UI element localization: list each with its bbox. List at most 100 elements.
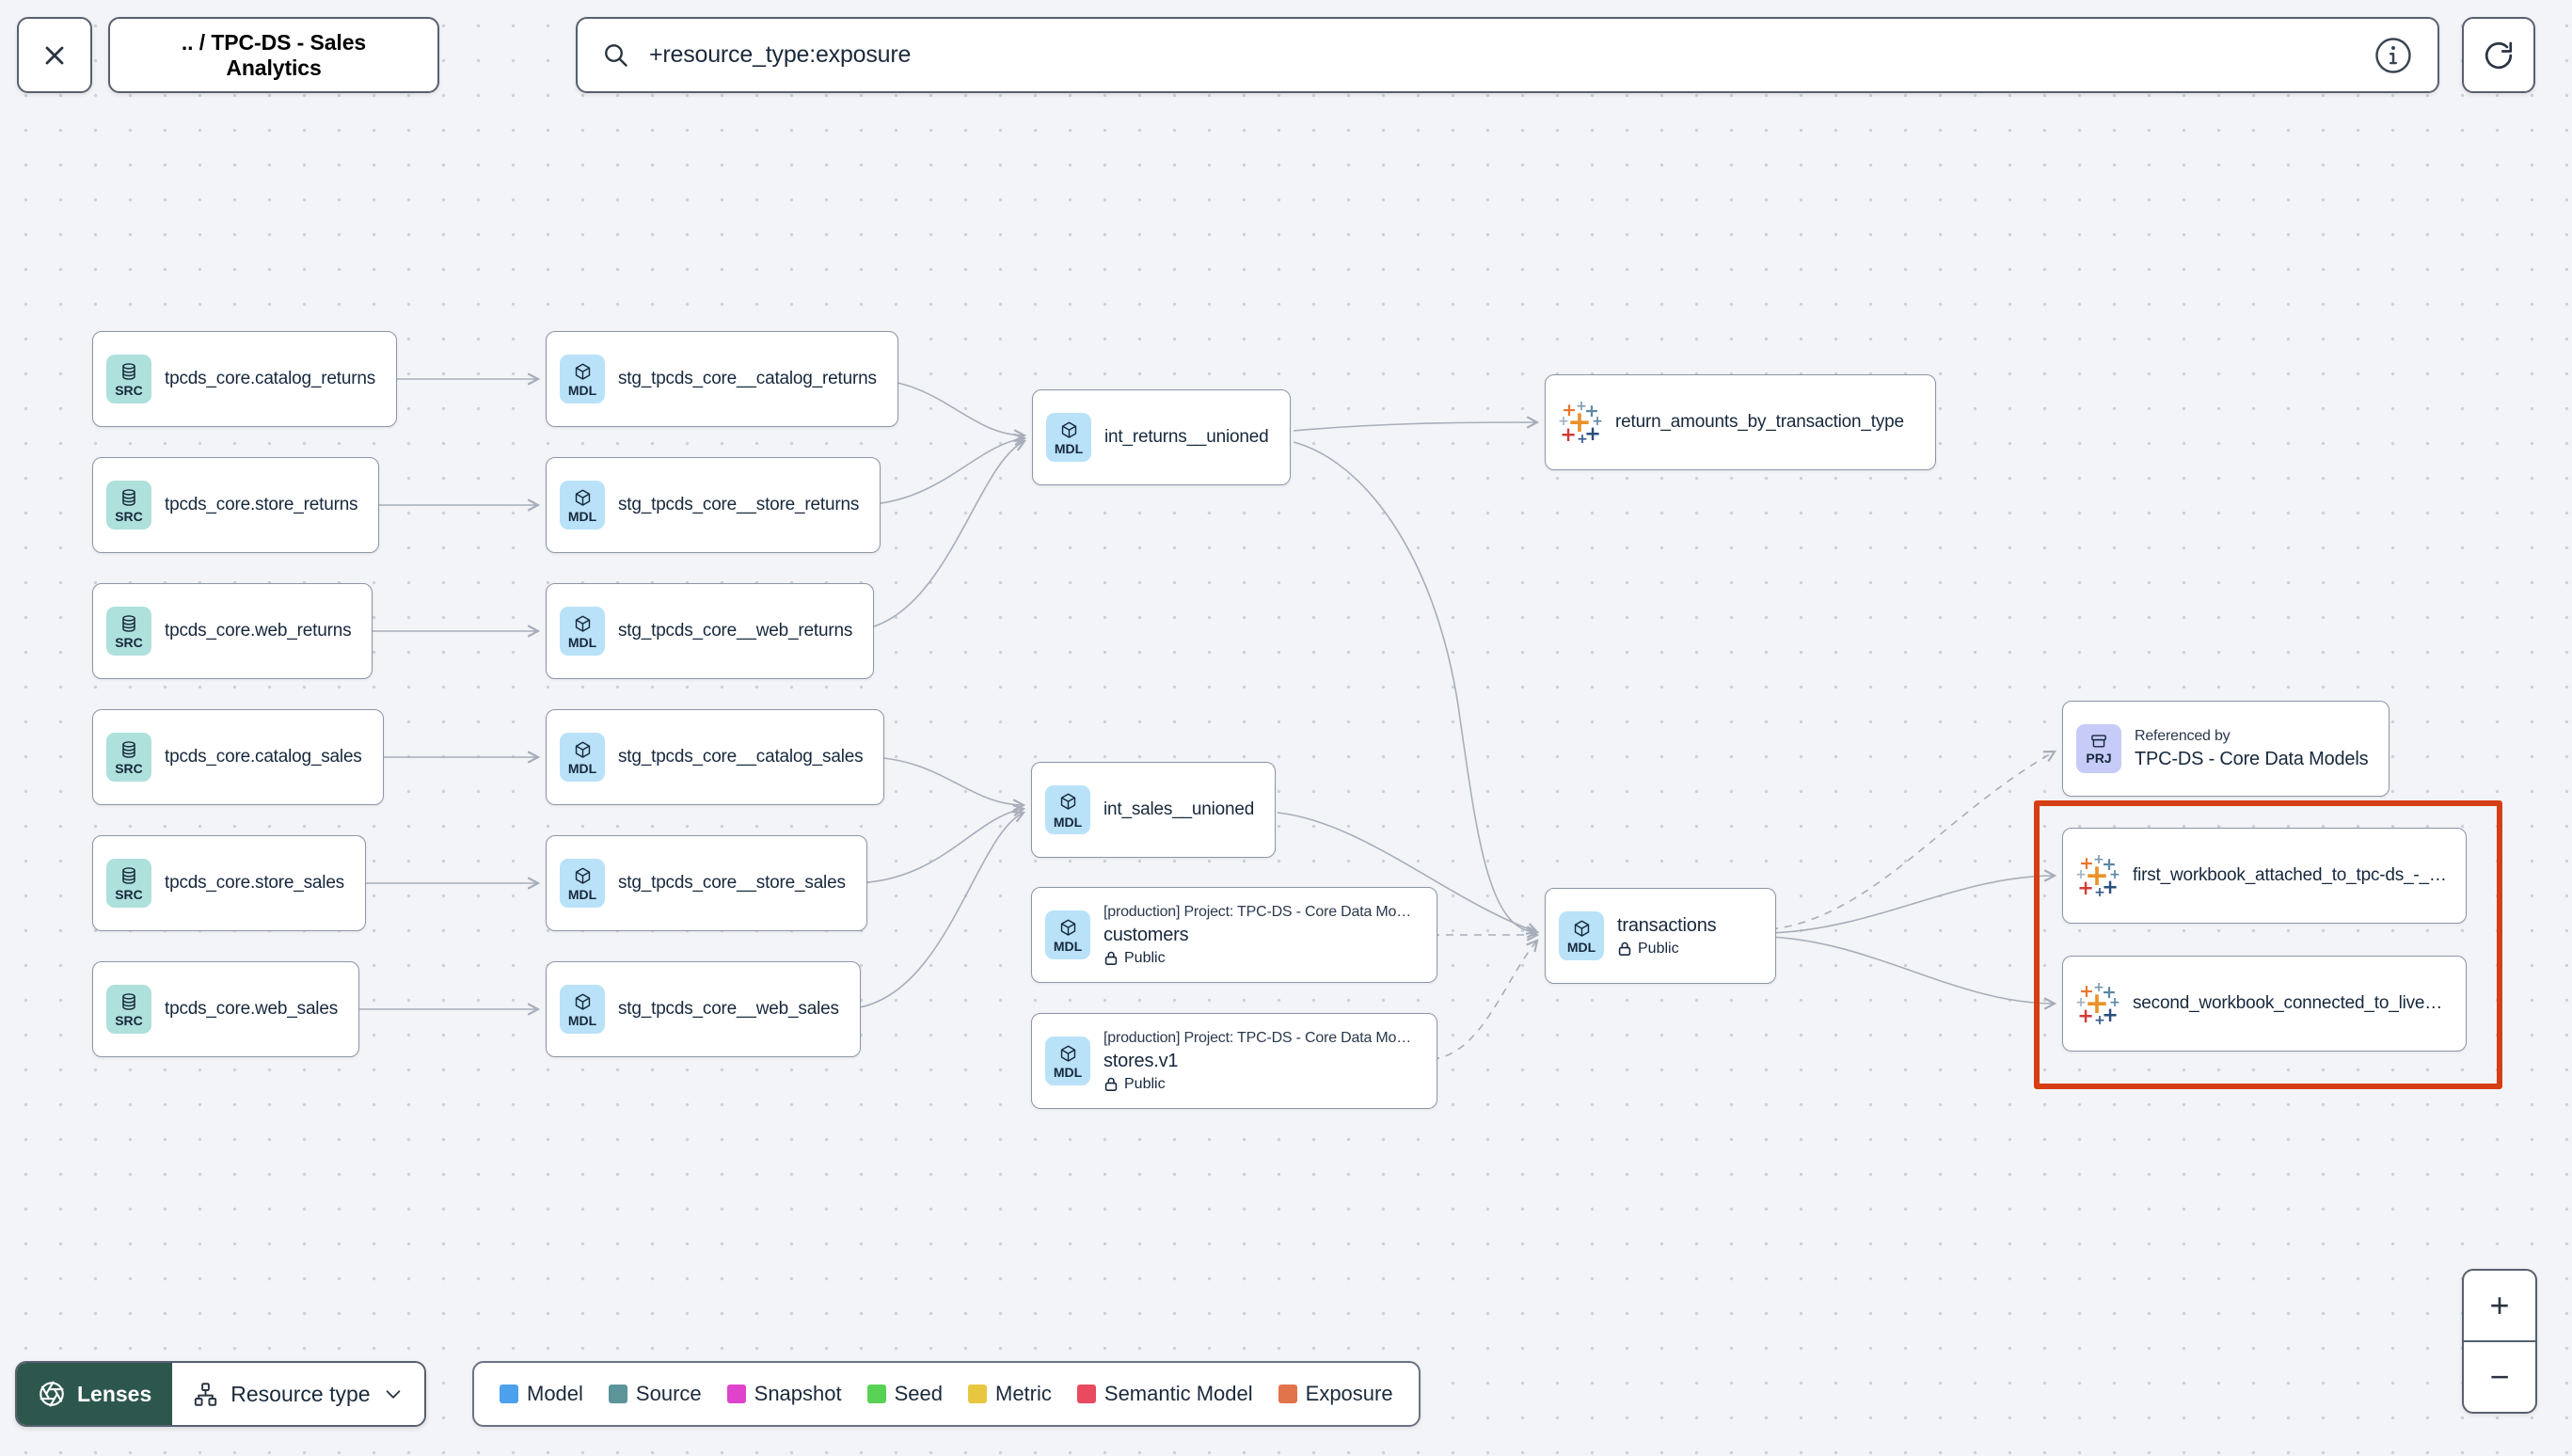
legend-label: Seed bbox=[894, 1382, 943, 1405]
source-badge: SRC bbox=[106, 985, 151, 1034]
model-badge: MDL bbox=[560, 607, 605, 656]
cube-icon bbox=[1059, 420, 1079, 440]
node-model-stg-store-returns[interactable]: MDL stg_tpcds_core__store_returns bbox=[546, 457, 881, 553]
tableau-icon: +++ +++ +++ bbox=[2075, 852, 2120, 900]
model-badge: MDL bbox=[1046, 413, 1091, 462]
legend-swatch bbox=[500, 1385, 518, 1403]
database-icon bbox=[119, 992, 138, 1012]
cube-icon bbox=[1058, 1044, 1078, 1064]
node-model-transactions[interactable]: MDL transactions Public bbox=[1545, 888, 1776, 984]
legend-item: Semantic Model bbox=[1076, 1382, 1253, 1406]
database-icon bbox=[119, 614, 138, 634]
legend-label: Semantic Model bbox=[1103, 1382, 1253, 1405]
resource-type-selector[interactable]: Resource type bbox=[172, 1363, 424, 1425]
chevron-down-icon bbox=[386, 1390, 400, 1399]
database-icon bbox=[119, 866, 138, 886]
legend-item: Exposure bbox=[1278, 1382, 1393, 1406]
cube-icon bbox=[1058, 792, 1078, 812]
node-exposure-first-workbook[interactable]: +++ +++ +++ first_workbook_attached_to_t… bbox=[2062, 828, 2467, 924]
node-model-stg-catalog-returns[interactable]: MDL stg_tpcds_core__catalog_returns bbox=[546, 331, 898, 427]
lock-open-icon bbox=[1103, 1076, 1119, 1092]
close-button[interactable] bbox=[17, 17, 92, 93]
model-badge: MDL bbox=[1045, 785, 1090, 834]
search-bar[interactable] bbox=[576, 17, 2439, 93]
node-model-stg-catalog-sales[interactable]: MDL stg_tpcds_core__catalog_sales bbox=[546, 709, 885, 805]
breadcrumb-label: .. / TPC-DS - Sales Analytics bbox=[181, 29, 367, 80]
node-source-web-sales[interactable]: SRC tpcds_core.web_sales bbox=[92, 961, 359, 1057]
project-label: [production] Project: TPC-DS - Core Data… bbox=[1103, 903, 1412, 920]
info-icon[interactable] bbox=[2374, 36, 2413, 75]
cube-icon bbox=[1058, 918, 1078, 938]
node-model-stg-web-returns[interactable]: MDL stg_tpcds_core__web_returns bbox=[546, 583, 875, 679]
resource-type-icon bbox=[195, 1382, 217, 1406]
node-source-catalog-returns[interactable]: SRC tpcds_core.catalog_returns bbox=[92, 331, 397, 427]
model-badge: MDL bbox=[1559, 911, 1604, 960]
legend-swatch bbox=[726, 1385, 746, 1403]
legend-label: Exposure bbox=[1305, 1382, 1393, 1405]
node-model-stg-web-sales[interactable]: MDL stg_tpcds_core__web_sales bbox=[546, 961, 861, 1057]
close-icon bbox=[45, 46, 64, 64]
legend-label: Metric bbox=[995, 1382, 1052, 1405]
lenses-group: Lenses Resource type bbox=[15, 1361, 426, 1427]
cube-icon bbox=[1572, 919, 1592, 939]
node-exposure-second-workbook[interactable]: +++ +++ +++ second_workbook_connected_to… bbox=[2062, 956, 2467, 1052]
aperture-icon bbox=[40, 1381, 64, 1407]
node-model-stg-store-sales[interactable]: MDL stg_tpcds_core__store_sales bbox=[546, 835, 867, 931]
model-badge: MDL bbox=[560, 355, 605, 404]
visibility-row: Public bbox=[1617, 941, 1716, 957]
model-badge: MDL bbox=[1045, 910, 1090, 959]
legend-item: Snapshot bbox=[726, 1382, 842, 1406]
project-badge: PRJ bbox=[2076, 724, 2121, 773]
source-badge: SRC bbox=[106, 481, 151, 530]
node-source-store-sales[interactable]: SRC tpcds_core.store_sales bbox=[92, 835, 366, 931]
model-badge: MDL bbox=[560, 733, 605, 782]
node-model-stores-v1[interactable]: MDL [production] Project: TPC-DS - Core … bbox=[1031, 1013, 1437, 1109]
cube-icon bbox=[573, 866, 593, 886]
model-badge: MDL bbox=[560, 859, 605, 908]
legend-label: Model bbox=[527, 1382, 583, 1405]
model-badge: MDL bbox=[560, 481, 605, 530]
legend-swatch bbox=[866, 1385, 886, 1403]
legend-label: Snapshot bbox=[754, 1382, 842, 1405]
node-exposure-return-amounts[interactable]: +++ +++ +++ return_amounts_by_transactio… bbox=[1545, 374, 1936, 470]
legend-swatch bbox=[608, 1385, 627, 1403]
tableau-icon: +++ +++ +++ bbox=[1558, 399, 1603, 447]
lenses-label: Lenses bbox=[77, 1381, 152, 1406]
node-source-catalog-sales[interactable]: SRC tpcds_core.catalog_sales bbox=[92, 709, 384, 805]
visibility-row: Public bbox=[1103, 1076, 1411, 1093]
zoom-in-button[interactable]: + bbox=[2464, 1271, 2535, 1342]
database-icon bbox=[119, 362, 138, 382]
zoom-out-button[interactable]: − bbox=[2464, 1342, 2535, 1412]
node-model-int-sales-unioned[interactable]: MDL int_sales__unioned bbox=[1031, 762, 1277, 858]
resource-type-label: Resource type bbox=[230, 1381, 371, 1406]
referenced-by-caption: Referenced by bbox=[2135, 727, 2231, 744]
refresh-button[interactable] bbox=[2462, 17, 2535, 93]
search-input[interactable] bbox=[647, 40, 2357, 70]
zoom-controls: + − bbox=[2462, 1269, 2537, 1414]
breadcrumb[interactable]: .. / TPC-DS - Sales Analytics bbox=[108, 17, 439, 93]
visibility-row: Public bbox=[1103, 950, 1411, 967]
cube-icon bbox=[573, 992, 593, 1012]
lock-open-icon bbox=[1617, 941, 1632, 957]
node-project-referenced-by[interactable]: PRJ Referenced by TPC-DS - Core Data Mod… bbox=[2062, 701, 2390, 797]
search-icon bbox=[605, 43, 627, 67]
lenses-button[interactable]: Lenses bbox=[17, 1363, 173, 1425]
node-model-int-returns-unioned[interactable]: MDL int_returns__unioned bbox=[1032, 389, 1291, 485]
node-source-web-returns[interactable]: SRC tpcds_core.web_returns bbox=[92, 583, 373, 679]
database-icon bbox=[119, 488, 138, 508]
node-source-store-returns[interactable]: SRC tpcds_core.store_returns bbox=[92, 457, 380, 553]
legend-label: Source bbox=[635, 1382, 702, 1405]
project-label: [production] Project: TPC-DS - Core Data… bbox=[1103, 1029, 1412, 1046]
node-model-customers[interactable]: MDL [production] Project: TPC-DS - Core … bbox=[1031, 887, 1437, 983]
cube-icon bbox=[573, 488, 593, 508]
cube-icon bbox=[573, 614, 593, 634]
source-badge: SRC bbox=[106, 859, 151, 908]
legend-swatch bbox=[1278, 1385, 1297, 1403]
legend-item: Seed bbox=[866, 1382, 943, 1406]
legend-swatch bbox=[1076, 1385, 1096, 1403]
legend-item: Metric bbox=[968, 1382, 1052, 1406]
resource-type-legend: Model Source Snapshot Seed Metric Semantic Mo… bbox=[472, 1361, 1421, 1427]
cube-icon bbox=[573, 740, 593, 760]
tableau-icon: +++ +++ +++ bbox=[2075, 980, 2120, 1028]
